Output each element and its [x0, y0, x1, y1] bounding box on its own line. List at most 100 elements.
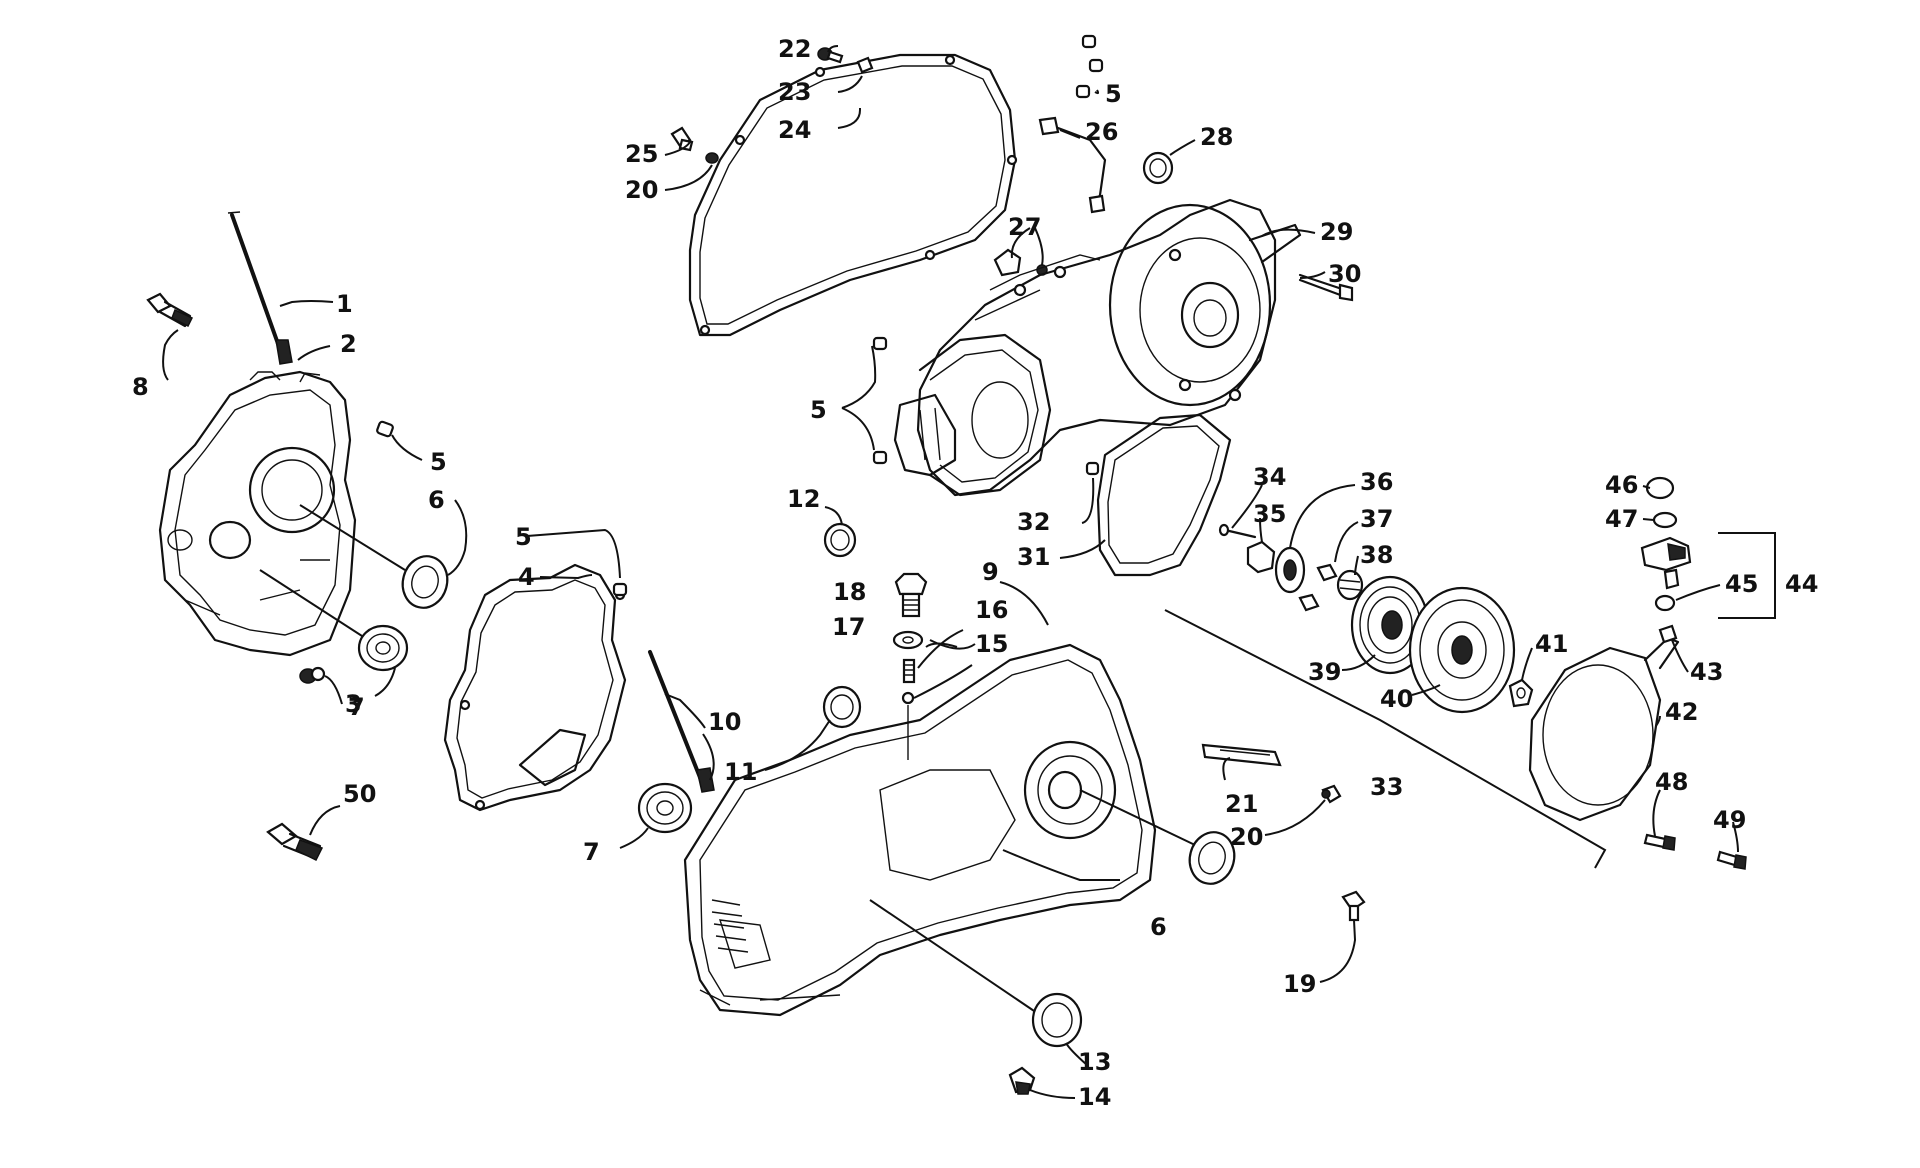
callout-28: 28 [1200, 123, 1233, 151]
callout-37: 37 [1360, 505, 1393, 533]
callout-16: 16 [975, 596, 1008, 624]
oil-seal-11 [822, 685, 862, 729]
pulley-40 [1408, 586, 1516, 714]
callout-1: 1 [336, 290, 353, 318]
washer-47 [1652, 511, 1678, 529]
ratchet-plate-36 [1274, 546, 1306, 594]
callout-27: 27 [1008, 213, 1041, 241]
callout-29: 29 [1320, 218, 1353, 246]
cap-46 [1645, 476, 1675, 500]
dowel-pin-5a [376, 420, 394, 438]
bolt-30 [1298, 273, 1354, 302]
callout-49: 49 [1713, 806, 1746, 834]
callout-17: 17 [832, 613, 865, 641]
bearing-7a [259, 569, 409, 672]
pawl-37 [1298, 563, 1338, 612]
callout-labels: 1 2 3 4 5 5 5 5 6 6 7 7 8 9 10 11 12 13 … [132, 35, 1818, 1111]
washer-17 [892, 630, 924, 650]
oil-seal-13 [1031, 992, 1083, 1048]
oil-seal-12 [823, 522, 857, 558]
dowel-pin-32 [1085, 461, 1100, 476]
clip-23 [856, 56, 874, 74]
cvt-cover-gasket-24 [688, 53, 1018, 337]
sensor-14 [1008, 1066, 1036, 1095]
callout-50: 50 [343, 780, 376, 808]
callout-43: 43 [1690, 658, 1723, 686]
nut-41 [1508, 678, 1534, 708]
callout-48: 48 [1655, 768, 1688, 796]
cvt-cover-29 [893, 198, 1302, 497]
callout-32: 32 [1017, 508, 1050, 536]
oil-seal-28 [1142, 151, 1174, 185]
hub-35 [1246, 540, 1276, 574]
callout-12: 12 [787, 485, 820, 513]
callout-20a: 20 [625, 176, 658, 204]
bolt-48 [1643, 833, 1676, 851]
drain-plug-18 [894, 572, 928, 618]
insert-45 [1654, 594, 1676, 612]
callout-30: 30 [1328, 260, 1361, 288]
callout-26: 26 [1085, 118, 1118, 146]
callout-42: 42 [1665, 698, 1698, 726]
gasket-4 [443, 563, 627, 812]
leader-lines [162, 45, 1739, 1099]
callout-4: 4 [518, 563, 535, 591]
stud-bolt-10 [648, 650, 715, 793]
callout-3: 3 [345, 690, 362, 718]
callout-45: 45 [1725, 570, 1758, 598]
clamp-25 [670, 126, 694, 152]
screw-27 [993, 248, 1048, 277]
callout-7a: 7 [348, 693, 365, 721]
callout-44: 44 [1785, 570, 1818, 598]
callout-13: 13 [1078, 1048, 1111, 1076]
bracket-44 [1718, 532, 1776, 619]
starter-housing-42 [1528, 636, 1680, 822]
callout-24: 24 [778, 116, 811, 144]
dowel-pin-5c [1075, 34, 1104, 99]
callout-23: 23 [778, 78, 811, 106]
callout-40: 40 [1380, 685, 1413, 713]
dowel-pin-5d [872, 336, 888, 465]
callout-22: 22 [778, 35, 811, 63]
guide-43 [1658, 624, 1678, 644]
bolt-8 [146, 292, 194, 328]
callout-5d: 5 [810, 396, 827, 424]
callout-6b: 6 [1150, 913, 1167, 941]
oil-seal-6a [299, 504, 449, 609]
bolt-49 [1716, 850, 1747, 870]
callout-11: 11 [724, 758, 757, 786]
key-21 [1201, 743, 1282, 767]
callout-33: 33 [1370, 773, 1403, 801]
handle-44 [1640, 536, 1692, 590]
callout-5a: 5 [430, 448, 447, 476]
callout-7b: 7 [583, 838, 600, 866]
screw-20a [705, 152, 719, 164]
callout-47: 47 [1605, 505, 1638, 533]
callout-46: 46 [1605, 471, 1638, 499]
right-crankcase-half [683, 643, 1196, 1017]
callout-5b: 5 [515, 523, 532, 551]
callout-39: 39 [1308, 658, 1341, 686]
callout-9: 9 [982, 558, 999, 586]
callout-10: 10 [708, 708, 741, 736]
spring-38 [1336, 569, 1364, 601]
callout-34: 34 [1253, 463, 1286, 491]
callout-20b: 20 [1230, 823, 1263, 851]
recoil-starter-bracket-33 [1164, 609, 1607, 869]
callout-8: 8 [132, 373, 149, 401]
oil-seal-6b [1188, 831, 1236, 885]
sensor-wire-26 [1038, 116, 1107, 214]
callout-2: 2 [340, 330, 357, 358]
plug-3 [299, 666, 326, 684]
callout-5c: 5 [1105, 80, 1122, 108]
bolt-50 [266, 822, 324, 862]
bolt-19 [1341, 890, 1366, 922]
callout-38: 38 [1360, 541, 1393, 569]
stud-bolt-1 [227, 211, 293, 365]
callout-41: 41 [1535, 630, 1568, 658]
callout-6a: 6 [428, 486, 445, 514]
callout-31: 31 [1017, 543, 1050, 571]
callout-25: 25 [625, 140, 658, 168]
gasket-31 [1096, 413, 1232, 577]
